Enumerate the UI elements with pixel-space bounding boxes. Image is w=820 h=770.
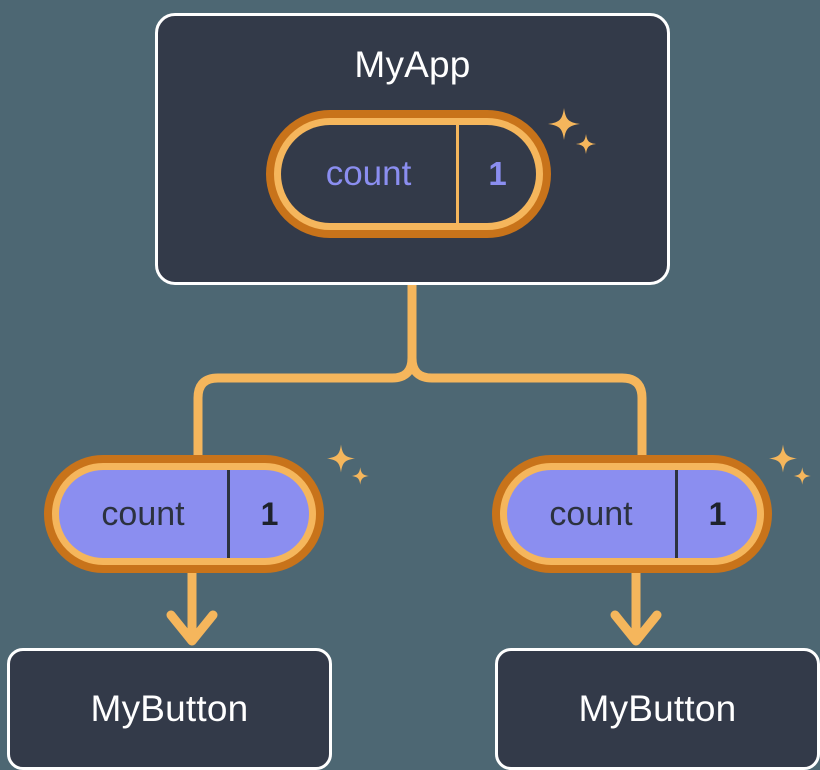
component-title: MyButton xyxy=(90,688,249,729)
arrow-down-icon xyxy=(610,610,662,646)
component-card-mybutton-right[interactable]: MyButton xyxy=(495,648,820,770)
state-pill-child-right[interactable]: count 1 xyxy=(492,455,772,573)
state-pill-frame: count 1 xyxy=(492,455,772,573)
branch-connector xyxy=(193,280,417,467)
state-value-label: 1 xyxy=(675,470,757,558)
state-pill-body: count 1 xyxy=(281,125,536,223)
state-pill-child-left[interactable]: count 1 xyxy=(44,455,324,573)
sparkles-icon xyxy=(327,444,369,485)
arrow-down-icon xyxy=(166,610,218,646)
branch-connector xyxy=(407,353,647,467)
state-pill-frame: count 1 xyxy=(44,455,324,573)
component-title: MyButton xyxy=(578,688,737,729)
state-key-label: count xyxy=(101,494,185,533)
state-value-label: 1 xyxy=(227,470,309,558)
page-title: MyApp xyxy=(354,44,471,85)
state-pill-frame: count 1 xyxy=(266,110,551,238)
state-key-label: count xyxy=(325,154,412,193)
state-value-label: 1 xyxy=(456,125,536,223)
state-pill-body: count 1 xyxy=(507,470,757,558)
state-pill-body: count 1 xyxy=(59,470,309,558)
state-pill-root[interactable]: count 1 xyxy=(266,110,551,238)
state-key-label: count xyxy=(549,494,633,533)
component-card-mybutton-left[interactable]: MyButton xyxy=(7,648,332,770)
